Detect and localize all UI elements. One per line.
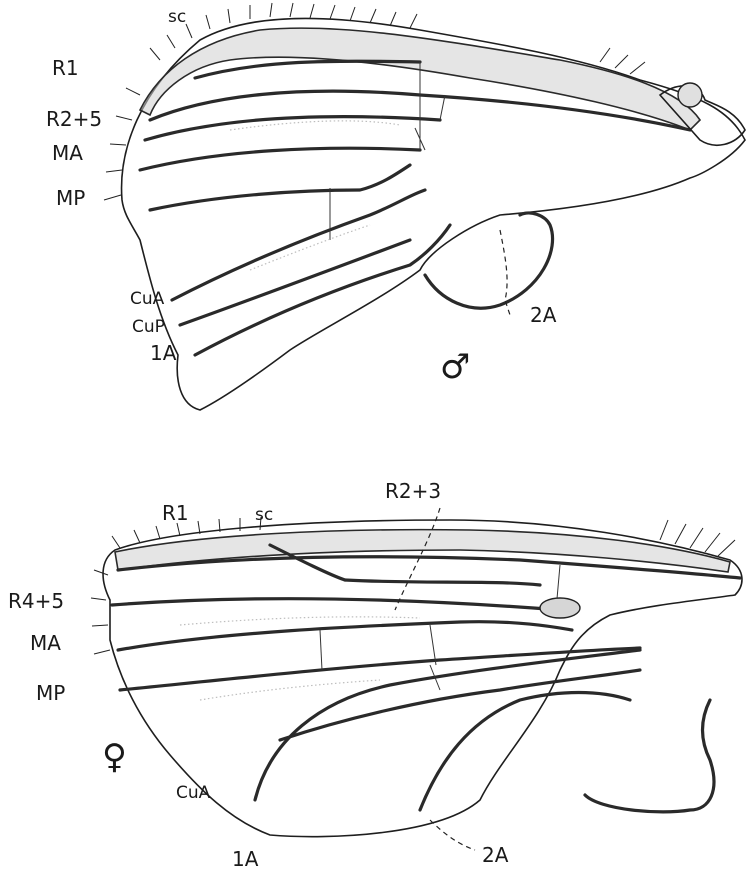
male-wing: sc R1 R2+5 MA MP CuA CuP 1A 2A ♂ xyxy=(46,3,745,410)
female-label-r1: R1 xyxy=(162,501,189,525)
male-label-1a: 1A xyxy=(150,341,177,365)
male-vein-1a xyxy=(195,225,450,355)
female-symbol: ♀ xyxy=(102,737,127,777)
female-label-sc: sc xyxy=(255,505,273,525)
male-wing-outline xyxy=(122,18,745,410)
male-label-cua: CuA xyxy=(130,289,165,309)
male-vein-2a-loop xyxy=(425,213,553,308)
male-label-sc: sc xyxy=(168,7,186,27)
male-stipple-1 xyxy=(230,121,400,130)
male-label-r1: R1 xyxy=(52,56,79,80)
female-vein-2a xyxy=(420,693,630,811)
female-pterostigma xyxy=(540,598,580,618)
female-wing: R1 sc R2+3 R4+5 MA MP CuA 1A 2A ♀ xyxy=(8,479,742,871)
male-symbol: ♂ xyxy=(440,347,470,387)
male-vein-mp xyxy=(150,165,410,210)
male-hinge-knob xyxy=(678,83,702,107)
female-vein-r2-3 xyxy=(345,580,540,585)
female-label-2a: 2A xyxy=(482,843,509,867)
male-vein-cua xyxy=(172,190,425,300)
male-label-ma: MA xyxy=(52,141,83,165)
female-leader-2a xyxy=(430,820,475,850)
female-vein-r4-5 xyxy=(112,599,560,610)
female-vein-ma xyxy=(118,622,572,650)
female-label-mp: MP xyxy=(36,681,65,705)
male-label-r2-5: R2+5 xyxy=(46,107,102,131)
female-label-r4-5: R4+5 xyxy=(8,589,64,613)
female-label-cua: CuA xyxy=(176,783,211,803)
female-label-1a: 1A xyxy=(232,847,259,871)
male-label-cup: CuP xyxy=(132,317,165,337)
male-vein-r2-5 xyxy=(145,117,440,140)
female-label-r2-3: R2+3 xyxy=(385,479,441,503)
male-vein-ma xyxy=(140,148,420,170)
female-vein-jugal xyxy=(585,700,714,812)
male-crossveins xyxy=(330,62,445,240)
female-label-ma: MA xyxy=(30,631,61,655)
female-vein-mp xyxy=(120,648,640,690)
female-leader-r2-3 xyxy=(395,508,440,610)
male-label-2a: 2A xyxy=(530,303,557,327)
female-vein-cua xyxy=(255,650,640,800)
male-label-mp: MP xyxy=(56,186,85,210)
